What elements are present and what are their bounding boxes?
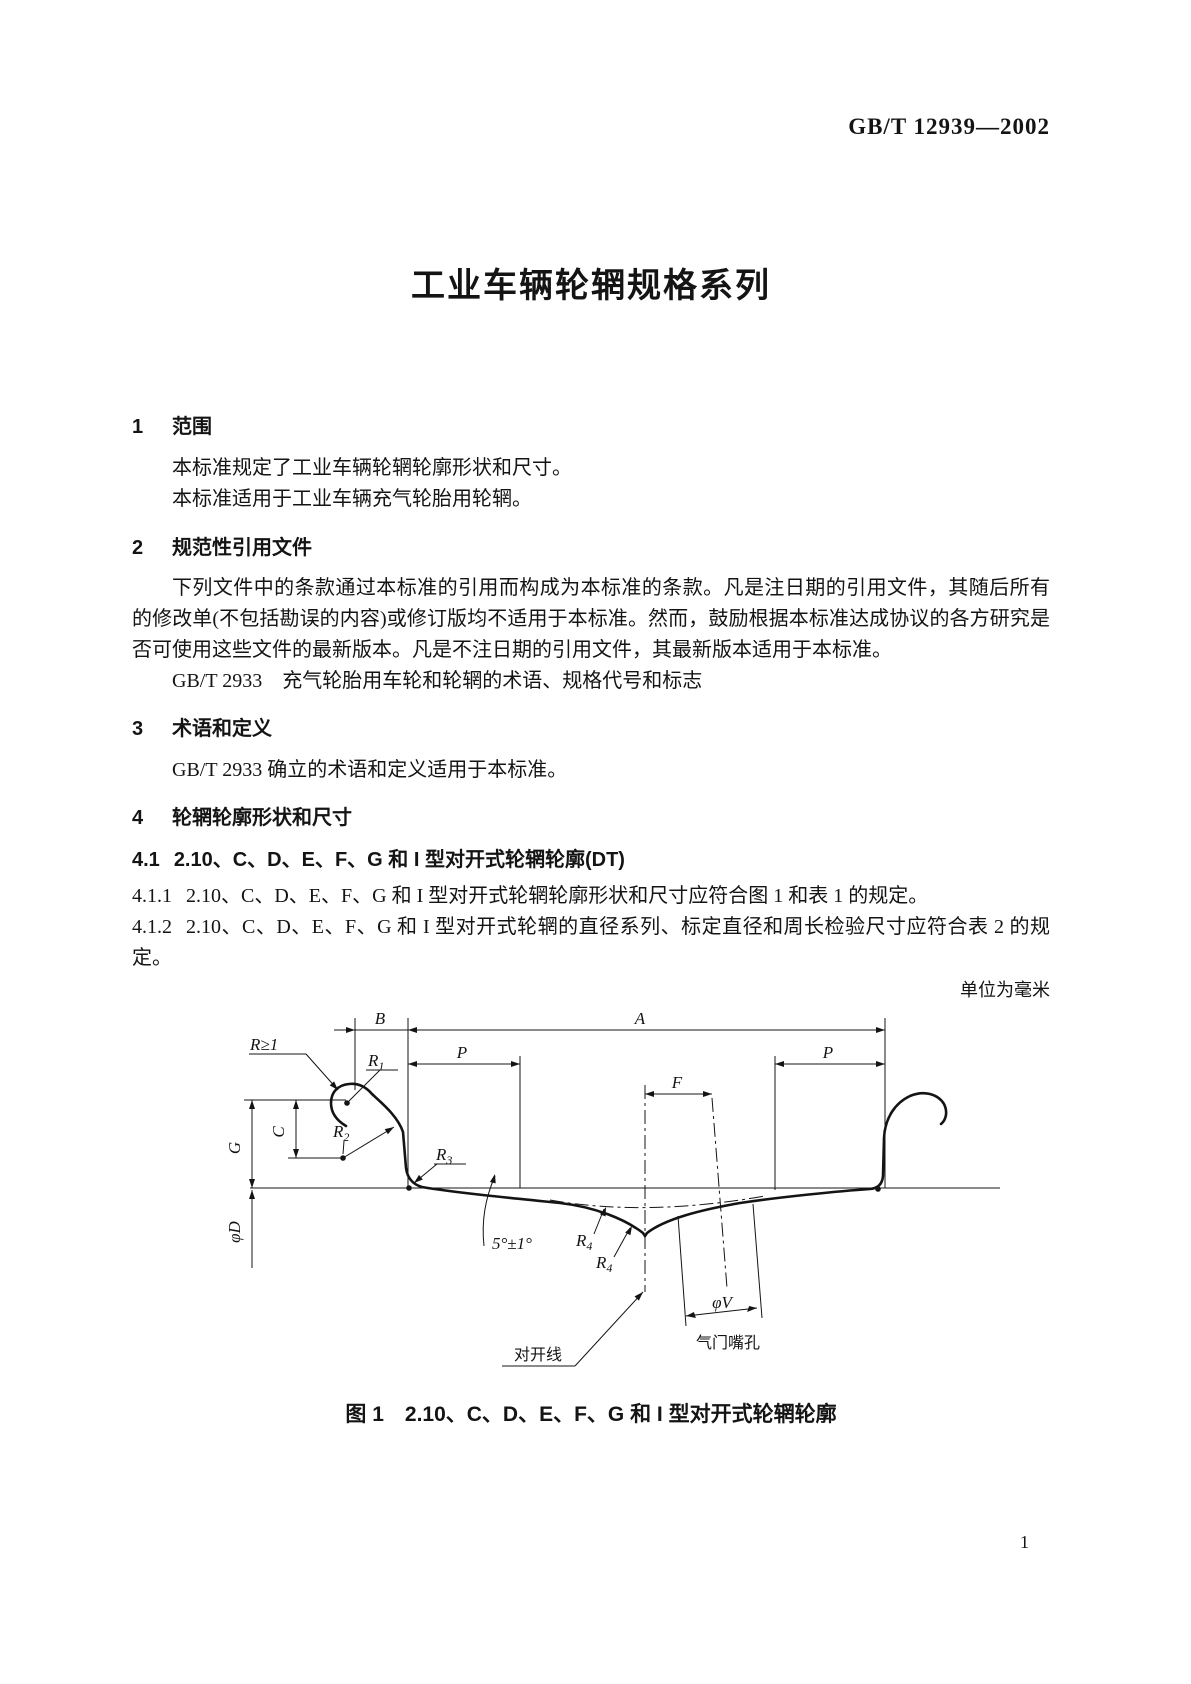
section-title: 轮辋轮廓形状和尺寸 <box>172 807 352 829</box>
r-min-label: R≥1 <box>249 1035 278 1054</box>
clause-4-1-1: 4.1.1 2.10、C、D、E、F、G 和 I 型对开式轮辋轮廓形状和尺寸应符合… <box>132 881 1050 912</box>
dimension-lines <box>244 1018 1000 1367</box>
clause-number: 4.1 <box>132 849 160 871</box>
dim-a-label: A <box>634 1009 646 1028</box>
section-2-heading: 2 规范性引用文件 <box>132 531 1050 560</box>
section-3-heading: 3 术语和定义 <box>132 712 1050 741</box>
unit-note: 单位为毫米 <box>960 980 1050 1000</box>
dim-c-label: C <box>269 1126 288 1138</box>
dim-f-label: F <box>671 1073 683 1092</box>
section-number: 1 <box>132 416 144 438</box>
dim-g-label: G <box>228 1142 244 1154</box>
r4-lower-label: R4 <box>595 1253 612 1275</box>
r1-label: R1 <box>367 1051 384 1073</box>
split-line-label: 对开线 <box>514 1346 562 1364</box>
section-number: 4 <box>132 807 144 829</box>
dim-p-right-label: P <box>822 1043 833 1062</box>
figure-1-caption: 图 1 2.10、C、D、E、F、G 和 I 型对开式轮辋轮廓 <box>345 1403 837 1426</box>
dim-phi-d-label: φD <box>228 1220 244 1242</box>
clause-title: 2.10、C、D、E、F、G 和 I 型对开式轮辋轮廓(DT) <box>173 849 625 871</box>
dim-phi-v-label: φV <box>712 1293 734 1312</box>
r4-upper-label: R4 <box>575 1231 592 1253</box>
section-title: 术语和定义 <box>172 718 272 740</box>
taper-angle-label: 5°±1° <box>492 1234 532 1253</box>
dim-b-label: B <box>375 1009 386 1028</box>
section-4-heading: 4 轮辋轮廓形状和尺寸 <box>132 801 1050 830</box>
r2-label: R2 <box>332 1122 349 1144</box>
section-2-reference: GB/T 2933 充气轮胎用车轮和轮辋的术语、规格代号和标志 <box>172 670 703 692</box>
section-1-paragraph-1: 本标准规定了工业车辆轮辋轮廓形状和尺寸。 <box>172 457 572 479</box>
rim-profile-curve <box>329 1082 948 1239</box>
section-number: 3 <box>132 718 144 740</box>
dimension-labels: B A P P F G C φD R≥1 R1 R2 R3 R4 R4 5°±1… <box>228 1009 833 1364</box>
page-number: 1 <box>1020 1532 1029 1552</box>
section-1-heading: 1 范围 <box>132 410 1050 439</box>
dimension-arrowheads <box>249 1027 885 1318</box>
section-title: 范围 <box>172 416 212 438</box>
clause-4-1-heading: 4.1 2.10、C、D、E、F、G 和 I 型对开式轮辋轮廓(DT) <box>132 843 1050 872</box>
center-lines <box>549 1085 766 1292</box>
clause-number: 4.1.1 <box>132 885 172 907</box>
doc-number: GB/T 12939—2002 <box>848 114 1050 139</box>
section-title: 规范性引用文件 <box>172 537 312 559</box>
section-number: 2 <box>132 537 144 559</box>
document-title: 工业车辆轮辋规格系列 <box>411 267 771 305</box>
section-1-paragraph-2: 本标准适用于工业车辆充气轮胎用轮辋。 <box>172 488 532 510</box>
valve-hole-label: 气门嘴孔 <box>696 1334 760 1352</box>
section-2-body: 下列文件中的条款通过本标准的引用而构成为本标准的条款。凡是注日期的引用文件，其随… <box>132 577 1050 661</box>
r3-label: R3 <box>435 1145 452 1167</box>
dim-p-left-label: P <box>456 1043 467 1062</box>
section-3-paragraph: GB/T 2933 确立的术语和定义适用于本标准。 <box>172 759 568 781</box>
clause-text: 2.10、C、D、E、F、G 和 I 型对开式轮辋轮廓形状和尺寸应符合图 1 和… <box>186 885 929 907</box>
clause-number: 4.1.2 <box>132 916 172 938</box>
clause-text: 2.10、C、D、E、F、G 和 I 型对开式轮辋的直径系列、标定直径和周长检验… <box>132 916 1050 969</box>
figure-1-rim-profile-drawing: B A P P F G C φD R≥1 R1 R2 R3 R4 R4 5°±1… <box>228 1009 1000 1367</box>
